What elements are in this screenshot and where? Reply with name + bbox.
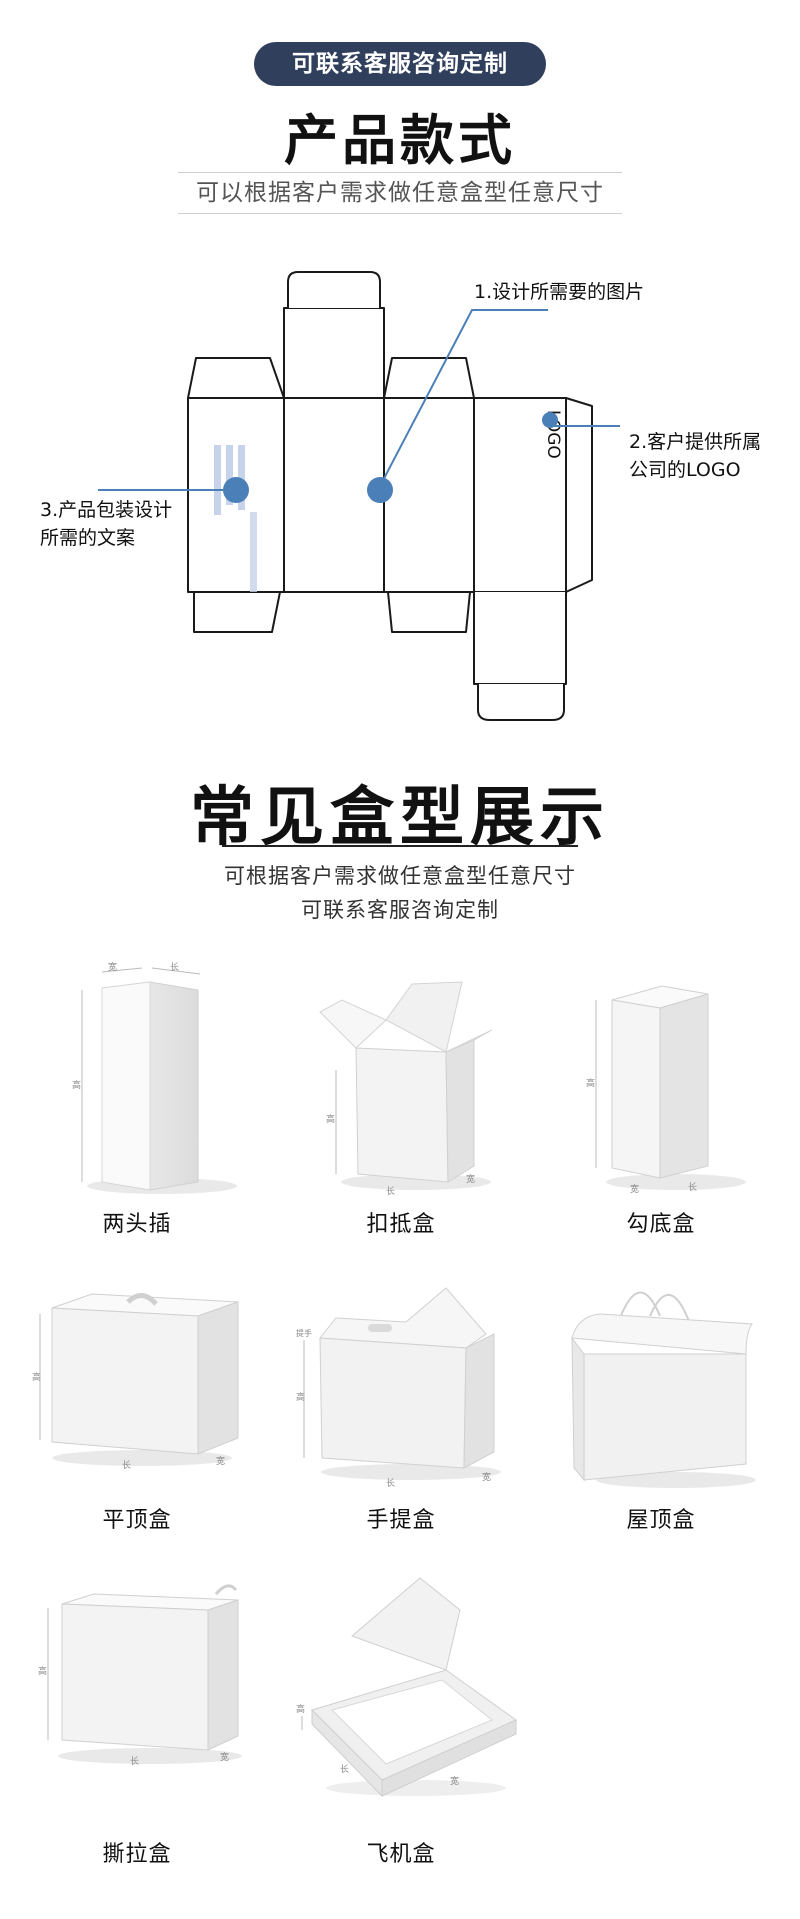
dim-label: 高 xyxy=(38,1665,47,1677)
box-label: 两头插 xyxy=(102,1212,172,1237)
box-label: 勾底盒 xyxy=(626,1212,696,1237)
dim-label: 长 xyxy=(122,1459,131,1471)
dim-label: 高 xyxy=(72,1079,81,1091)
box-label: 屋顶盒 xyxy=(626,1508,696,1533)
box-card-roof-box[interactable]: 屋顶盒 xyxy=(556,1258,766,1533)
box-dieline-diagram: LOGO xyxy=(98,271,620,721)
dim-label: 高 xyxy=(296,1391,305,1403)
section-title-product-styles: 产品款式 xyxy=(284,109,516,172)
dim-label: 宽 xyxy=(466,1173,475,1185)
contact-pill[interactable]: 可联系客服咨询定制 xyxy=(254,42,546,86)
box-label: 扣抵盒 xyxy=(366,1212,436,1237)
box-label: 飞机盒 xyxy=(366,1842,436,1867)
box-label: 撕拉盒 xyxy=(102,1842,172,1867)
dim-label: 长 xyxy=(340,1763,349,1775)
dim-label: 宽 xyxy=(630,1183,639,1195)
box-image-roof-box xyxy=(571,1291,756,1488)
dim-label: 宽 xyxy=(450,1775,459,1787)
dim-label: 长 xyxy=(386,1477,395,1489)
box-image-double-tuck: 宽 长 高 xyxy=(72,961,237,1194)
callout-3-line1: 3.产品包装设计 xyxy=(40,499,173,521)
box-card-snap-bottom[interactable]: 高 宽 长 勾底盒 xyxy=(556,960,766,1237)
dim-label: 宽 xyxy=(482,1471,491,1483)
dim-label: 长 xyxy=(688,1181,697,1193)
dim-label: 宽 xyxy=(108,961,117,973)
callout-3-line2: 所需的文案 xyxy=(40,527,136,549)
dim-label: 宽 xyxy=(220,1751,229,1763)
showcase-subtitle-line1: 可根据客户需求做任意盒型任意尺寸 xyxy=(224,864,576,888)
callout-copy-text: 3.产品包装设计 所需的文案 xyxy=(40,496,172,552)
dim-label: 高 xyxy=(326,1113,335,1125)
box-image-tear-strip: 高 长 宽 xyxy=(38,1584,242,1767)
dim-label: 高 xyxy=(32,1371,41,1383)
box-image-snap-bottom: 高 宽 长 xyxy=(586,985,746,1195)
box-card-crash-lock[interactable]: 高 长 宽 扣抵盒 xyxy=(296,960,506,1237)
dim-label: 提手 xyxy=(296,1328,312,1338)
dim-label: 长 xyxy=(170,961,179,973)
box-card-tear-strip[interactable]: 高 长 宽 撕拉盒 xyxy=(32,1580,242,1867)
callout-2-line2: 公司的LOGO xyxy=(629,459,741,481)
box-card-flat-top[interactable]: 高 长 宽 平顶盒 xyxy=(32,1258,242,1533)
box-card-double-tuck[interactable]: 宽 长 高 两头插 xyxy=(32,960,242,1237)
callout-design-images: 1.设计所需要的图片 xyxy=(474,281,645,303)
box-image-crash-lock: 高 长 宽 xyxy=(319,981,493,1197)
dim-label: 高 xyxy=(296,1703,305,1715)
dim-label: 长 xyxy=(130,1755,139,1767)
box-card-handle-box[interactable]: 提手 高 长 宽 手提盒 xyxy=(296,1258,506,1533)
box-label: 手提盒 xyxy=(366,1508,436,1533)
dim-label: 高 xyxy=(586,1077,595,1089)
section-title-box-showcase: 常见盒型展示 xyxy=(190,781,610,855)
box-image-flat-top: 高 长 宽 xyxy=(32,1293,239,1471)
box-card-mailer-box[interactable]: 高 长 宽 飞机盒 xyxy=(296,1570,518,1867)
dim-label: 长 xyxy=(386,1185,395,1197)
box-image-mailer-box: 高 长 宽 xyxy=(296,1577,518,1798)
callout-2-line1: 2.客户提供所属 xyxy=(629,431,762,453)
callout-company-logo: 2.客户提供所属 公司的LOGO xyxy=(629,428,761,484)
dim-label: 宽 xyxy=(216,1455,225,1467)
title-divider xyxy=(222,845,578,847)
box-label: 平顶盒 xyxy=(102,1508,172,1533)
section-subtitle: 可以根据客户需求做任意盒型任意尺寸 xyxy=(178,172,622,214)
box-image-handle-box: 提手 高 长 宽 xyxy=(296,1287,501,1489)
showcase-subtitle-line2: 可联系客服咨询定制 xyxy=(301,898,499,922)
